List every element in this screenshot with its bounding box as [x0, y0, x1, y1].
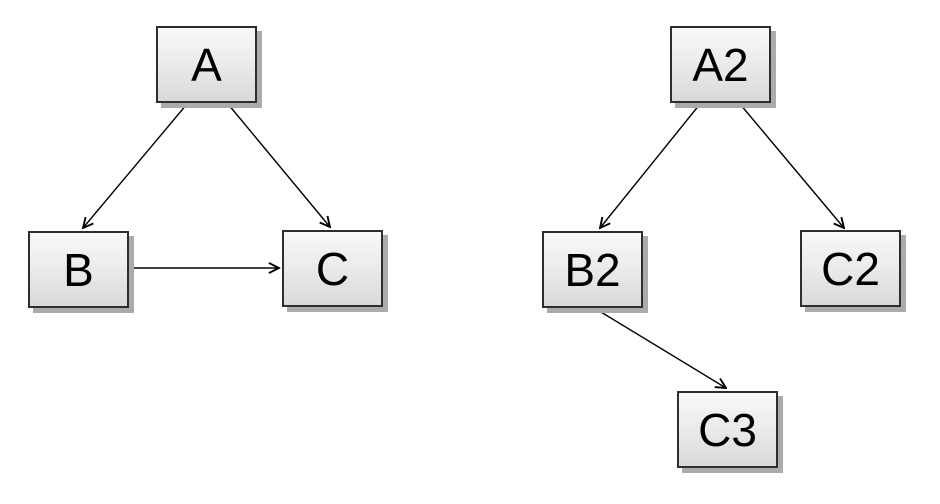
node-B2-label: B2	[564, 243, 621, 296]
node-B-label: B	[63, 243, 94, 296]
node-A[interactable]: A	[156, 26, 257, 103]
edge-A2-C2	[739, 103, 844, 228]
node-A-label: A	[191, 38, 222, 91]
node-C3-label: C3	[698, 403, 757, 456]
node-B2[interactable]: B2	[542, 231, 643, 308]
node-C-label: C	[315, 242, 350, 295]
node-C3[interactable]: C3	[677, 391, 778, 468]
node-A2[interactable]: A2	[670, 26, 771, 103]
node-C[interactable]: C	[282, 230, 383, 307]
node-C2-label: C2	[821, 242, 880, 295]
node-C2[interactable]: C2	[800, 230, 901, 307]
edge-A-B	[83, 103, 188, 228]
edge-B2-C3	[595, 308, 726, 388]
edge-A2-B2	[600, 103, 701, 228]
node-B[interactable]: B	[28, 231, 129, 308]
edge-A-C	[227, 103, 330, 227]
node-A2-label: A2	[692, 38, 749, 91]
